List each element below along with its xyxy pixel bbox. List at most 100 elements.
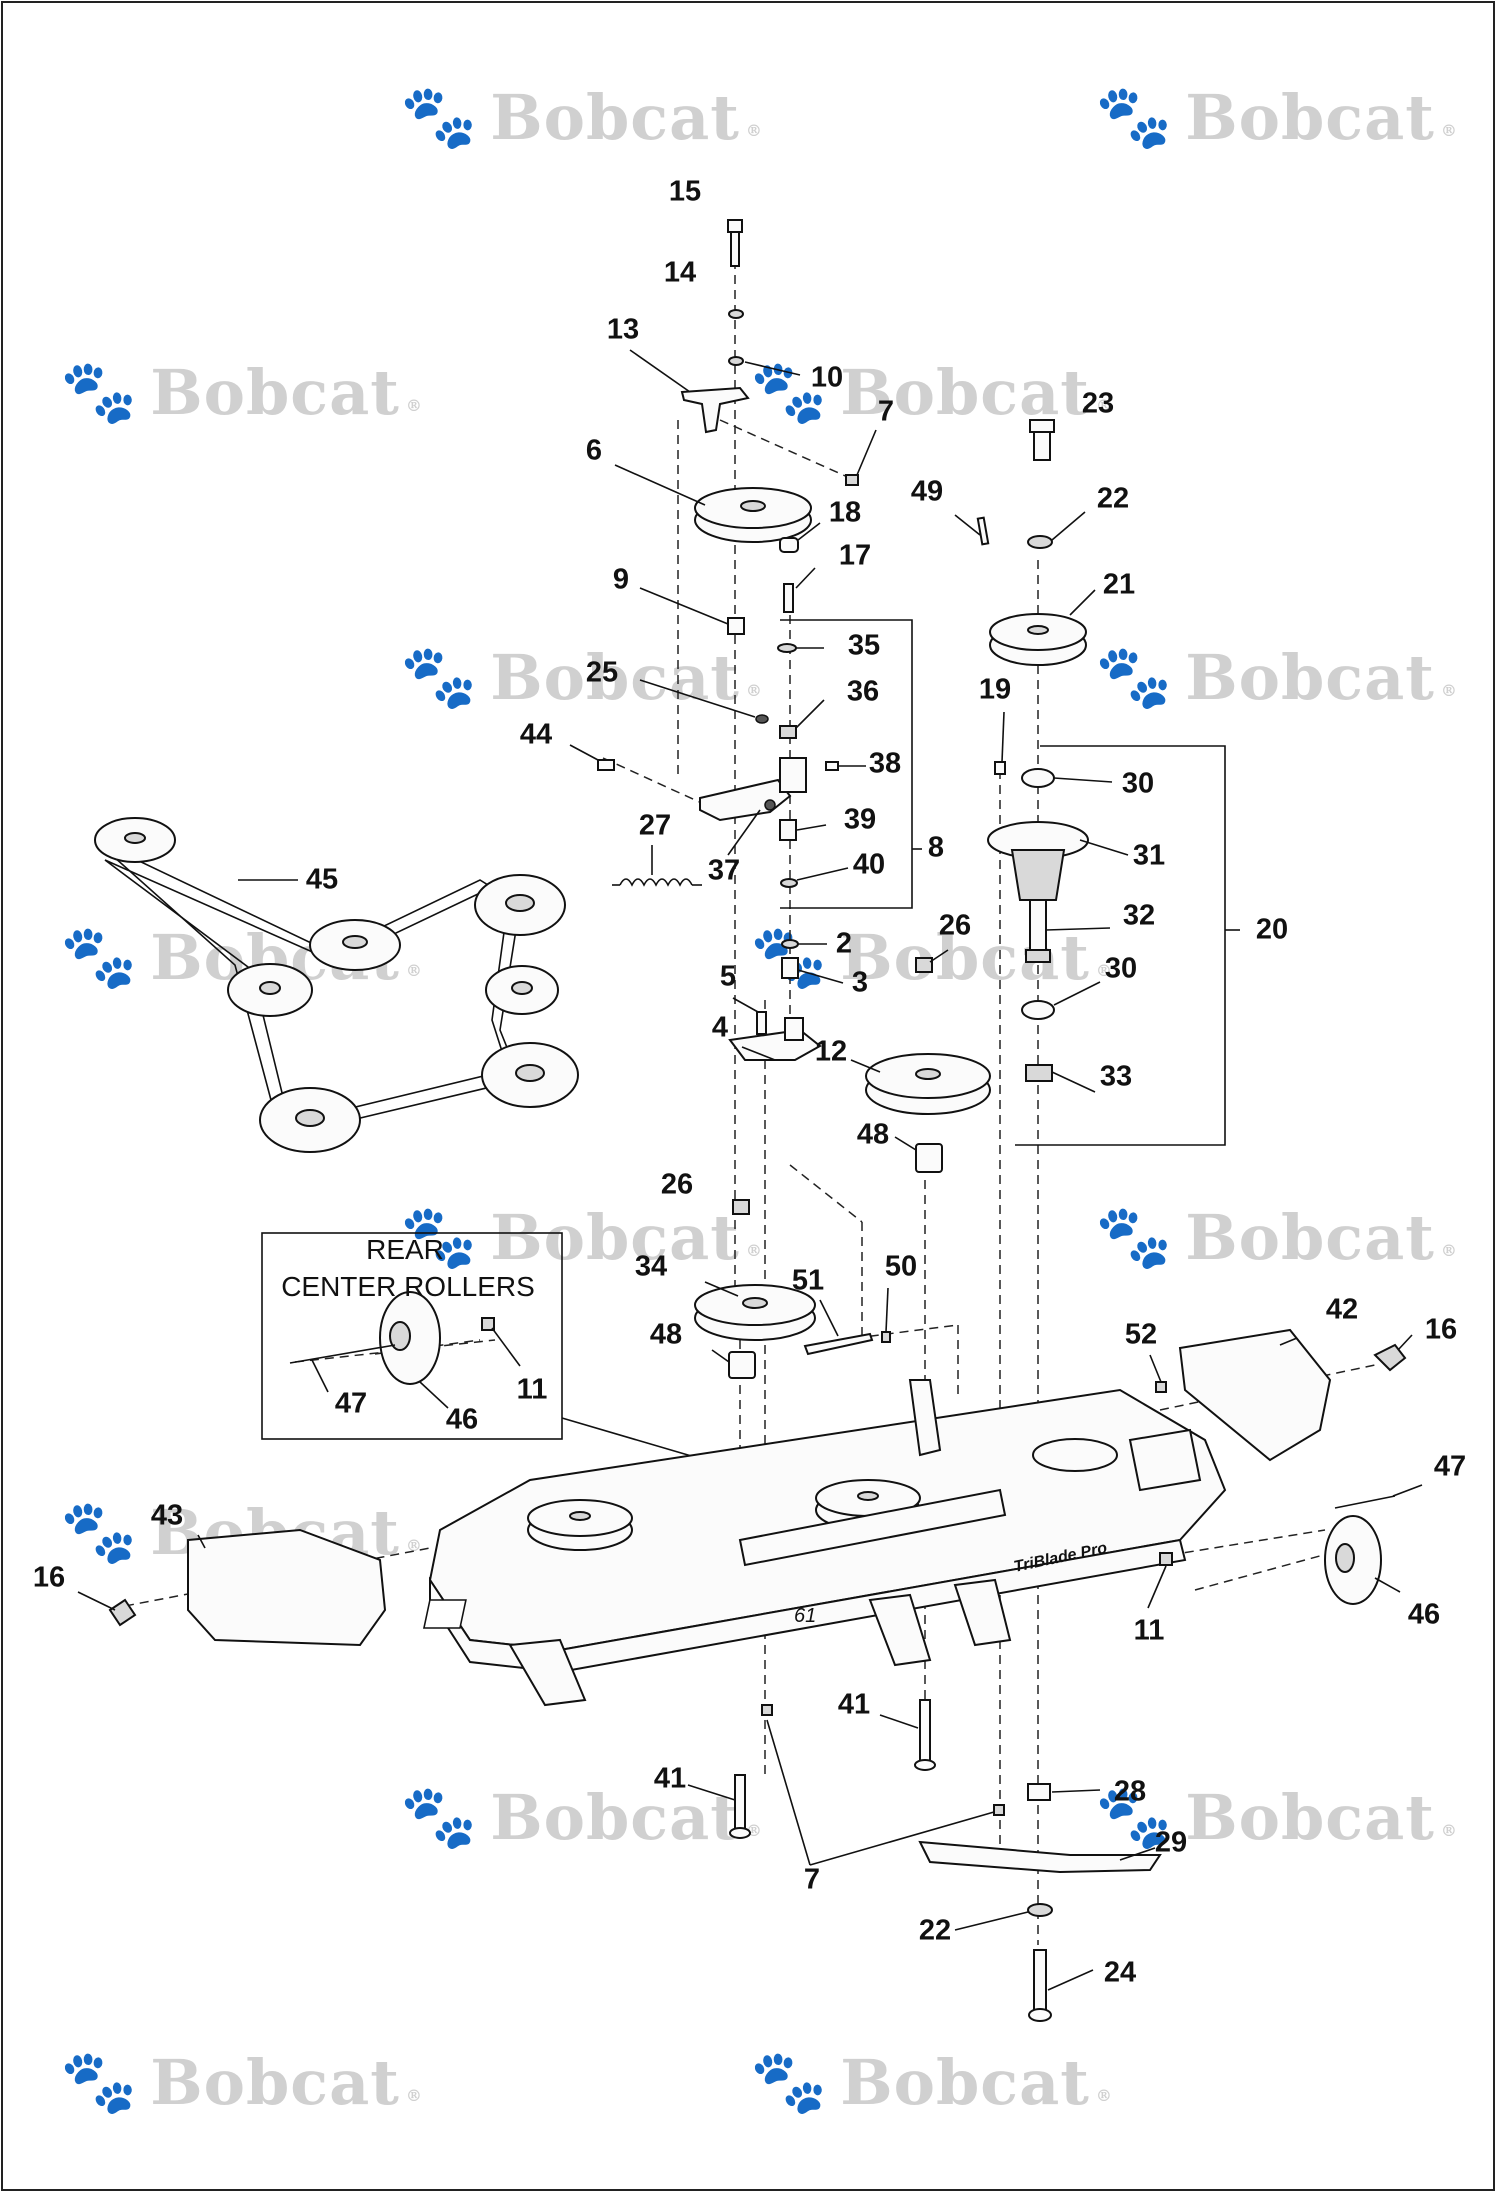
- bolt-5: [756, 1011, 767, 1035]
- callout-11: 11: [516, 1373, 548, 1406]
- bushing-9: [727, 617, 745, 635]
- watermark: 🐾Bobcat®: [400, 1200, 763, 1274]
- callout-26: 26: [660, 1168, 694, 1201]
- fitting-38: [825, 761, 839, 771]
- washer-2: [781, 939, 799, 949]
- watermark: 🐾Bobcat®: [60, 2045, 423, 2119]
- bobcat-logo-icon: 🐾: [1095, 1200, 1174, 1273]
- bobcat-logo-icon: 🐾: [750, 920, 829, 993]
- washer-40: [780, 878, 798, 888]
- bolt-24: [1028, 1949, 1052, 2022]
- nut-26-lower: [732, 1199, 750, 1215]
- callout-13: 13: [606, 313, 640, 346]
- bolt-41-center: [914, 1699, 936, 1771]
- callout-45: 45: [305, 863, 339, 896]
- callout-25: 25: [585, 656, 619, 689]
- callout-30: 30: [1104, 952, 1138, 985]
- nut-7-right: [993, 1804, 1005, 1816]
- callout-47: 47: [334, 1387, 368, 1420]
- callout-4: 4: [711, 1011, 729, 1044]
- watermark: 🐾Bobcat®: [1095, 640, 1458, 714]
- bolt-17: [783, 583, 794, 613]
- shield-42: [1178, 1328, 1332, 1462]
- bobcat-logo-icon: 🐾: [400, 1200, 479, 1273]
- callout-38: 38: [868, 747, 902, 780]
- spring-27: [612, 878, 702, 887]
- washer-22-upper: [1027, 535, 1053, 549]
- bracket-13: [680, 386, 750, 434]
- roller-46: [1324, 1515, 1382, 1605]
- spindle-shaft-32: [1025, 899, 1051, 963]
- bobcat-logo-icon: 🐾: [400, 1780, 479, 1853]
- callout-36: 36: [846, 675, 880, 708]
- callout-50: 50: [884, 1250, 918, 1283]
- bearing-30-lower: [1021, 1000, 1055, 1020]
- callout-15: 15: [668, 175, 702, 208]
- callout-5: 5: [719, 960, 737, 993]
- callout-33: 33: [1099, 1060, 1133, 1093]
- deck-front-hanger: [508, 1638, 587, 1707]
- callout-31: 31: [1132, 839, 1166, 872]
- callout-22: 22: [1096, 482, 1130, 515]
- bolt-41-left: [729, 1774, 751, 1839]
- callout-34: 34: [634, 1250, 668, 1283]
- watermark: 🐾Bobcat®: [60, 355, 423, 429]
- callout-19: 19: [978, 673, 1012, 706]
- deck-left-spindle: [527, 1499, 633, 1551]
- watermark: 🐾Bobcat®: [1095, 1780, 1458, 1854]
- roller-axle-47: [1334, 1495, 1396, 1509]
- callout-35: 35: [847, 629, 881, 662]
- pulley-21: [989, 613, 1087, 666]
- watermark: 🐾Bobcat®: [750, 2045, 1113, 2119]
- spacer-48-upper: [915, 1143, 943, 1173]
- pin-49: [976, 516, 990, 546]
- bobcat-logo-icon: 🐾: [750, 2045, 829, 2118]
- callout-7: 7: [877, 395, 895, 428]
- callout-7: 7: [803, 1863, 821, 1896]
- watermark: 🐾Bobcat®: [400, 80, 763, 154]
- nut-11: [1159, 1552, 1173, 1566]
- watermark: 🐾Bobcat®: [750, 355, 1113, 429]
- idler-plate-4: [728, 1017, 822, 1061]
- callout-18: 18: [828, 496, 862, 529]
- callout-8: 8: [927, 831, 945, 864]
- spindle-housing-31: [987, 821, 1089, 901]
- nut-52: [1155, 1381, 1167, 1393]
- callout-12: 12: [814, 1035, 848, 1068]
- deck-size-label: 61: [794, 1605, 816, 1627]
- callout-2: 2: [835, 927, 853, 960]
- callout-46: 46: [445, 1403, 479, 1436]
- spacer-48-lower: [728, 1351, 756, 1379]
- callout-10: 10: [810, 361, 844, 394]
- bobcat-logo-icon: 🐾: [750, 355, 829, 428]
- deck-size-badge: [422, 1599, 467, 1629]
- washer-10: [728, 356, 744, 366]
- callout-41: 41: [837, 1688, 871, 1721]
- spacer-18: [779, 537, 799, 553]
- snap-ring-35: [777, 643, 797, 653]
- watermark: 🐾Bobcat®: [1095, 1200, 1458, 1274]
- bolt-23: [1029, 419, 1055, 461]
- callout-22: 22: [918, 1914, 952, 1947]
- callout-20: 20: [1255, 913, 1289, 946]
- group-8-bracket: [780, 619, 913, 909]
- callout-52: 52: [1124, 1318, 1158, 1351]
- pulley-12: [865, 1053, 991, 1115]
- fitting-19: [994, 761, 1006, 775]
- bearing-30-upper: [1021, 768, 1055, 788]
- callout-6: 6: [585, 434, 603, 467]
- leader-lines: [77, 349, 1423, 1991]
- pin-44: [597, 759, 615, 771]
- pulley-6: [694, 487, 812, 543]
- watermark: 🐾Bobcat®: [1095, 80, 1458, 154]
- group-20-bracket: [1015, 745, 1226, 1146]
- callout-47: 47: [1433, 1450, 1467, 1483]
- spacer-28: [1027, 1783, 1051, 1801]
- bobcat-logo-icon: 🐾: [1095, 80, 1174, 153]
- deck-brace: [738, 1488, 1007, 1567]
- fitting-25: [755, 714, 769, 724]
- washer-22-lower: [1027, 1903, 1053, 1917]
